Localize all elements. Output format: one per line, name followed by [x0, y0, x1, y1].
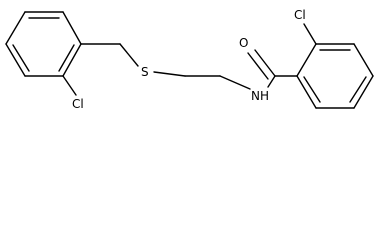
sulfur-ch2-bond: [153, 71, 186, 77]
right-benzene-ring: [296, 43, 374, 109]
structure-diagram: Cl S O NH Cl: [5, 8, 374, 111]
right-chlorine-label: Cl: [294, 8, 306, 22]
amide-nh-label: NH: [251, 89, 269, 103]
left-chlorine-label: Cl: [72, 97, 84, 111]
ch2-nitrogen-bond: [219, 75, 251, 90]
left-chlorine-bond: [62, 75, 77, 96]
right-chlorine-bond: [303, 23, 317, 45]
ch2-sulfur-bond: [119, 43, 139, 67]
nitrogen-carbonyl-bond: [267, 75, 276, 88]
left-benzene-ring: [5, 11, 82, 77]
carbonyl-double-bond-a: [254, 49, 276, 77]
sulfur-label: S: [141, 65, 149, 79]
oxygen-label: O: [239, 36, 248, 50]
molecule-canvas: Cl S O NH Cl: [5, 8, 374, 111]
carbonyl-double-bond-b: [247, 52, 269, 80]
